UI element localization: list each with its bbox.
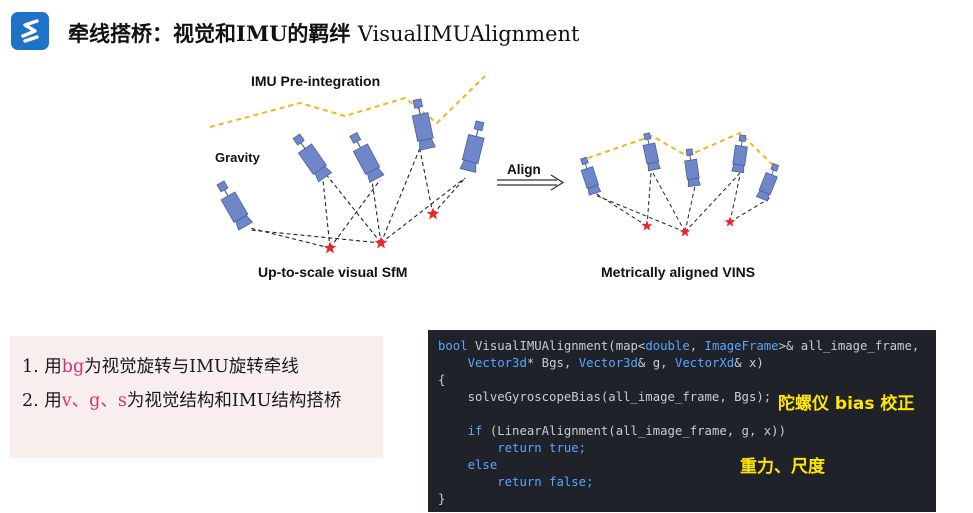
code-line: if (LinearAlignment(all_image_frame, g, … — [467, 424, 786, 438]
sfm-rays — [249, 145, 466, 249]
code-line: bool VisualIMUAlignment(map<double, Imag… — [438, 339, 920, 353]
camera-icon — [459, 119, 489, 173]
camera-icon — [682, 147, 701, 188]
landmark-star-icon — [323, 241, 337, 254]
alignment-figure: IMU Pre-integration Gravity Align Up-to-… — [195, 68, 805, 290]
code-line: return false; — [497, 475, 594, 489]
camera-icon — [212, 178, 254, 231]
label-gravity: Gravity — [215, 150, 260, 165]
code-block: bool VisualIMUAlignment(map<double, Imag… — [428, 330, 936, 512]
landmark-star-icon — [641, 220, 653, 231]
label-sfm: Up-to-scale visual SfM — [258, 264, 408, 280]
aligned-path — [587, 131, 779, 171]
note-gyro-bias: 陀螺仪 bias 校正 — [778, 394, 915, 414]
page-title-en: VisualIMUAlignment — [357, 22, 580, 46]
code-line: Vector3d* Bgs, Vector3d& g, VectorXd& x) — [467, 356, 764, 370]
camera-icon — [289, 131, 333, 183]
landmark-star-icon — [724, 216, 736, 227]
camera-icon — [755, 161, 782, 202]
landmark-star-icon — [679, 226, 691, 237]
camera-icon — [345, 130, 385, 183]
code-line: } — [438, 492, 446, 506]
landmark-star-icon — [374, 236, 388, 249]
code-line: return true; — [497, 441, 587, 455]
vins-rays — [594, 172, 771, 233]
bullet-item: 2. 用v、g、s为视觉结构和IMU结构搭桥 — [22, 391, 342, 411]
note-gravity-scale: 重力、尺度 — [740, 457, 825, 477]
camera-icon — [408, 97, 436, 151]
camera-icon — [577, 155, 602, 196]
label-preintegration: IMU Pre-integration — [251, 73, 381, 89]
alignment-diagram — [209, 75, 782, 254]
label-vins: Metrically aligned VINS — [601, 264, 756, 280]
code-line: { — [438, 373, 446, 387]
landmark-star-icon — [426, 207, 440, 220]
page-title: 牵线搭桥：视觉和IMU的羁绊 VisualIMUAlignment — [68, 21, 580, 46]
code-line: else — [467, 458, 498, 472]
align-arrow-icon — [497, 174, 565, 191]
preintegration-path — [209, 75, 486, 128]
bullet-list: 1. 用bg为视觉旋转与IMU旋转牵线 2. 用v、g、s为视觉结构和IMU结构… — [10, 336, 383, 458]
label-align: Align — [507, 162, 541, 177]
bullet-item: 1. 用bg为视觉旋转与IMU旋转牵线 — [22, 357, 299, 377]
code-line: solveGyroscopeBias(all_image_frame, Bgs)… — [467, 390, 772, 404]
app-logo-icon — [11, 12, 49, 50]
